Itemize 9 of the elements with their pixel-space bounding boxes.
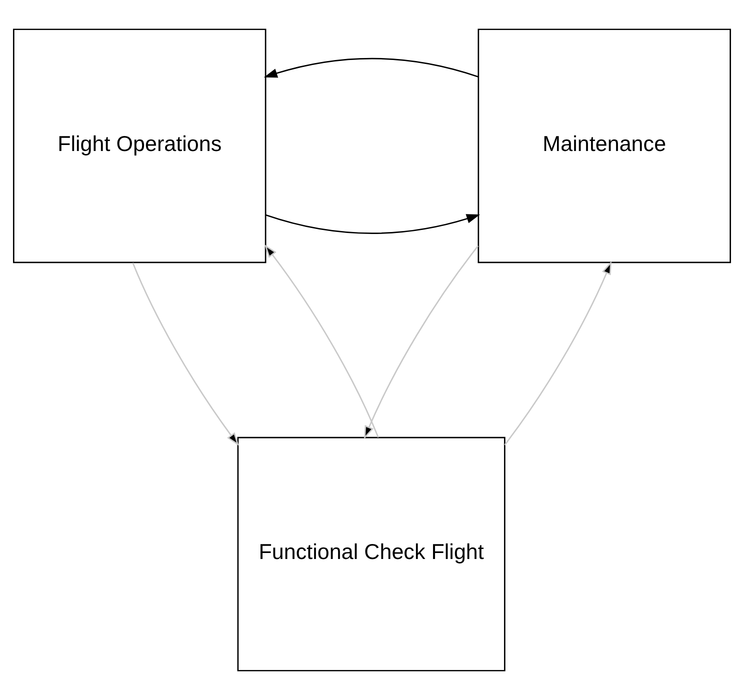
arrow (264, 58, 478, 78)
node-box: Functional Check Flight (237, 436, 506, 672)
node-box: Maintenance (478, 28, 731, 264)
arrow (364, 246, 479, 440)
arrow (266, 214, 480, 234)
node-box: Flight Operations (13, 28, 266, 264)
arrow (132, 262, 239, 446)
arrow (264, 244, 379, 438)
arrow (504, 261, 612, 446)
